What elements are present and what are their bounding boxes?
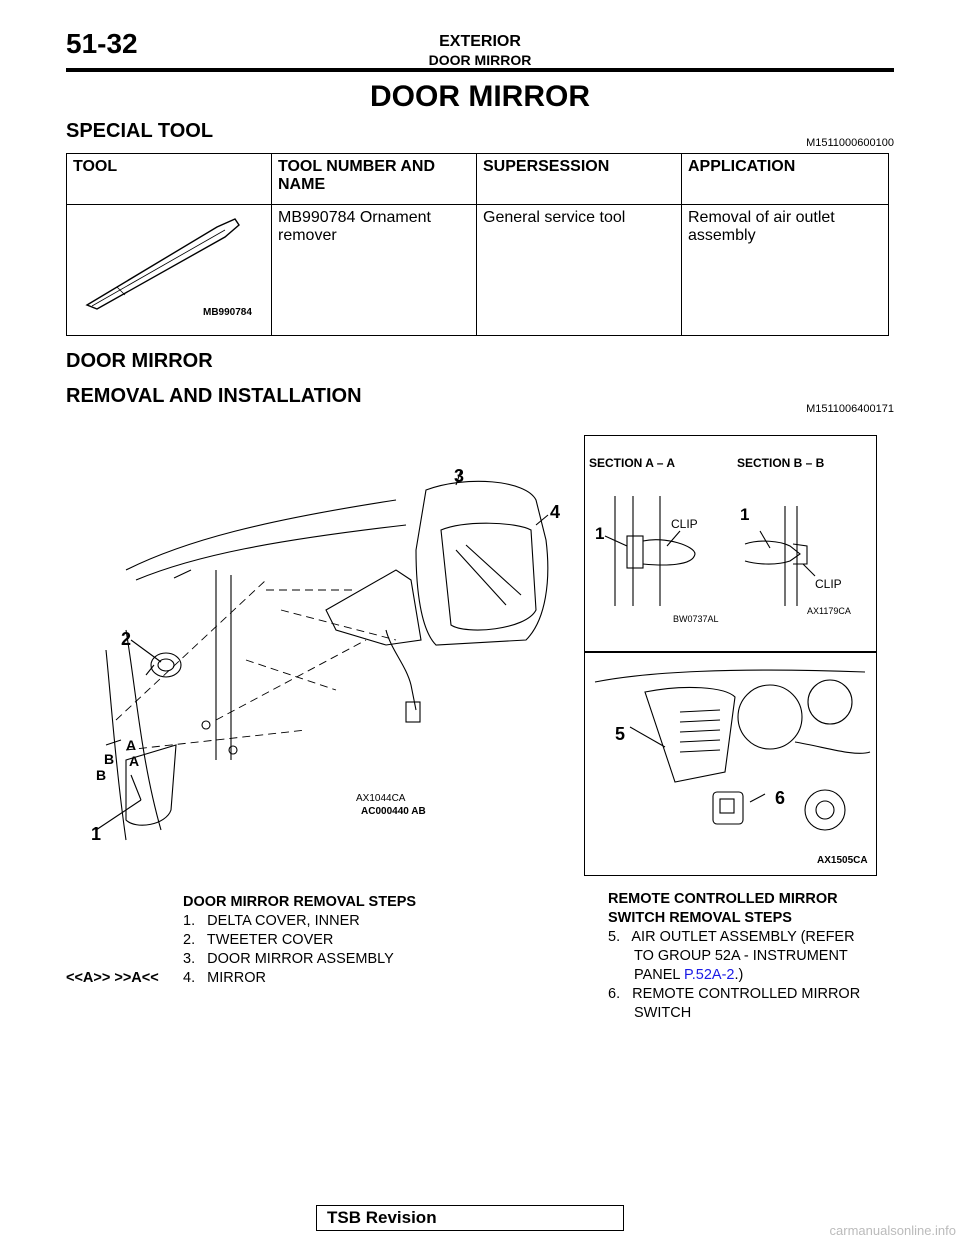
remote-steps-heading-2: SWITCH REMOVAL STEPS xyxy=(608,910,792,926)
door-mirror-exploded-figure: 1 2 3 4 A A B B AX1044CA AC000440 AB xyxy=(91,466,560,844)
step-5-line-3: PANEL P.52A-2.) xyxy=(608,966,908,985)
tool-number-name: MB990784 Ornament remover xyxy=(271,204,477,336)
section-b-label: SECTION B – B xyxy=(737,456,825,470)
door-mirror-steps-heading: DOOR MIRROR REMOVAL STEPS xyxy=(183,894,417,910)
page-number: 51-32 xyxy=(66,28,138,59)
figure-code-1: AX1044CA xyxy=(356,793,406,804)
section-mark-b1: B xyxy=(104,751,114,767)
callout-5: 5 xyxy=(615,724,625,744)
section-a-code: BW0737AL xyxy=(673,614,719,624)
step-5-close: .) xyxy=(734,967,744,983)
callout-2: 2 xyxy=(121,629,131,649)
step-3: 3. DOOR MIRROR ASSEMBLY xyxy=(183,951,394,967)
step-6-line-2: SWITCH xyxy=(634,1005,692,1021)
section-figure: SECTION A – A SECTION B – B 1 1 CLIP CLI… xyxy=(584,435,877,653)
remote-steps: REMOTE CONTROLLED MIRROR SWITCH REMOVAL … xyxy=(608,890,908,1023)
panel-figure-code: AX1505CA xyxy=(817,855,868,866)
step-4-marker-wrap: <<A>> >>A<< xyxy=(66,893,186,988)
special-tool-heading: SPECIAL TOOL xyxy=(66,120,214,142)
section-a-label: SECTION A – A xyxy=(589,456,675,470)
step-4-marker: <<A>> >>A<< xyxy=(66,970,159,986)
section-mark-a1: A xyxy=(126,737,136,753)
callout-1: 1 xyxy=(91,824,101,844)
step-5-line-2: TO GROUP 52A - INSTRUMENT xyxy=(634,948,848,964)
clip-a-label: CLIP xyxy=(671,517,698,531)
section-mark-a2: A xyxy=(129,753,139,769)
step-2: 2. TWEETER COVER xyxy=(183,932,334,948)
col-application: APPLICATION xyxy=(681,153,889,205)
tool-image-label: MB990784 xyxy=(203,307,252,318)
col-tool-number: TOOL NUMBER AND NAME xyxy=(271,153,477,205)
section-mark-b2: B xyxy=(96,767,106,783)
figure-code-2: AC000440 AB xyxy=(361,806,426,817)
section-b-code: AX1179CA xyxy=(807,606,851,616)
removal-heading: REMOVAL AND INSTALLATION xyxy=(66,385,362,407)
ornament-remover-illustration: MB990784 xyxy=(85,218,252,318)
tsb-revision-box: TSB Revision xyxy=(316,1205,624,1231)
clip-b-label: CLIP xyxy=(815,577,842,591)
callout-3: 3 xyxy=(454,466,464,486)
section-b-num: 1 xyxy=(740,505,749,524)
page-title: DOOR MIRROR xyxy=(370,80,590,113)
step-5-reference-link[interactable]: P.52A-2 xyxy=(683,967,735,983)
subsection-title: DOOR MIRROR xyxy=(428,52,532,68)
step-5-panel-text: PANEL xyxy=(634,967,684,983)
header-rule xyxy=(66,68,894,72)
callout-4: 4 xyxy=(550,502,560,522)
tool-application: Removal of air outlet assembly xyxy=(681,204,889,336)
door-mirror-steps: DOOR MIRROR REMOVAL STEPS 1. DELTA COVER… xyxy=(183,893,483,988)
section-diagram: SECTION A – A SECTION B – B 1 1 CLIP CLI… xyxy=(589,456,851,624)
col-tool: TOOL xyxy=(66,153,272,205)
callout-6: 6 xyxy=(775,788,785,808)
removal-code: M1511006400171 xyxy=(806,403,894,415)
step-6-line-1: 6. REMOTE CONTROLLED MIRROR xyxy=(608,986,861,1002)
step-4: 4. MIRROR xyxy=(183,970,266,986)
section-a-num: 1 xyxy=(595,524,604,543)
remote-steps-heading-1: REMOTE CONTROLLED MIRROR xyxy=(608,891,838,907)
special-tool-table: TOOL TOOL NUMBER AND NAME SUPERSESSION A… xyxy=(66,153,889,336)
tool-supersession: General service tool xyxy=(476,204,682,336)
step-5-line-1: 5. AIR OUTLET ASSEMBLY (REFER xyxy=(608,929,855,945)
tool-image-cell: MB990784 xyxy=(66,204,272,336)
special-tool-code: M1511000600100 xyxy=(806,137,894,149)
section-title: EXTERIOR xyxy=(439,33,521,50)
instrument-panel-figure: 5 6 AX1505CA xyxy=(584,651,877,876)
door-mirror-heading: DOOR MIRROR xyxy=(66,350,213,372)
table-row: MB990784 MB990784 Ornament remover Gener… xyxy=(66,204,889,336)
instrument-panel-diagram: 5 6 AX1505CA xyxy=(594,669,871,866)
table-header-row: TOOL TOOL NUMBER AND NAME SUPERSESSION A… xyxy=(66,153,889,205)
col-supersession: SUPERSESSION xyxy=(476,153,682,205)
step-1: 1. DELTA COVER, INNER xyxy=(183,913,360,929)
watermark: carmanualsonline.info xyxy=(829,1223,956,1238)
